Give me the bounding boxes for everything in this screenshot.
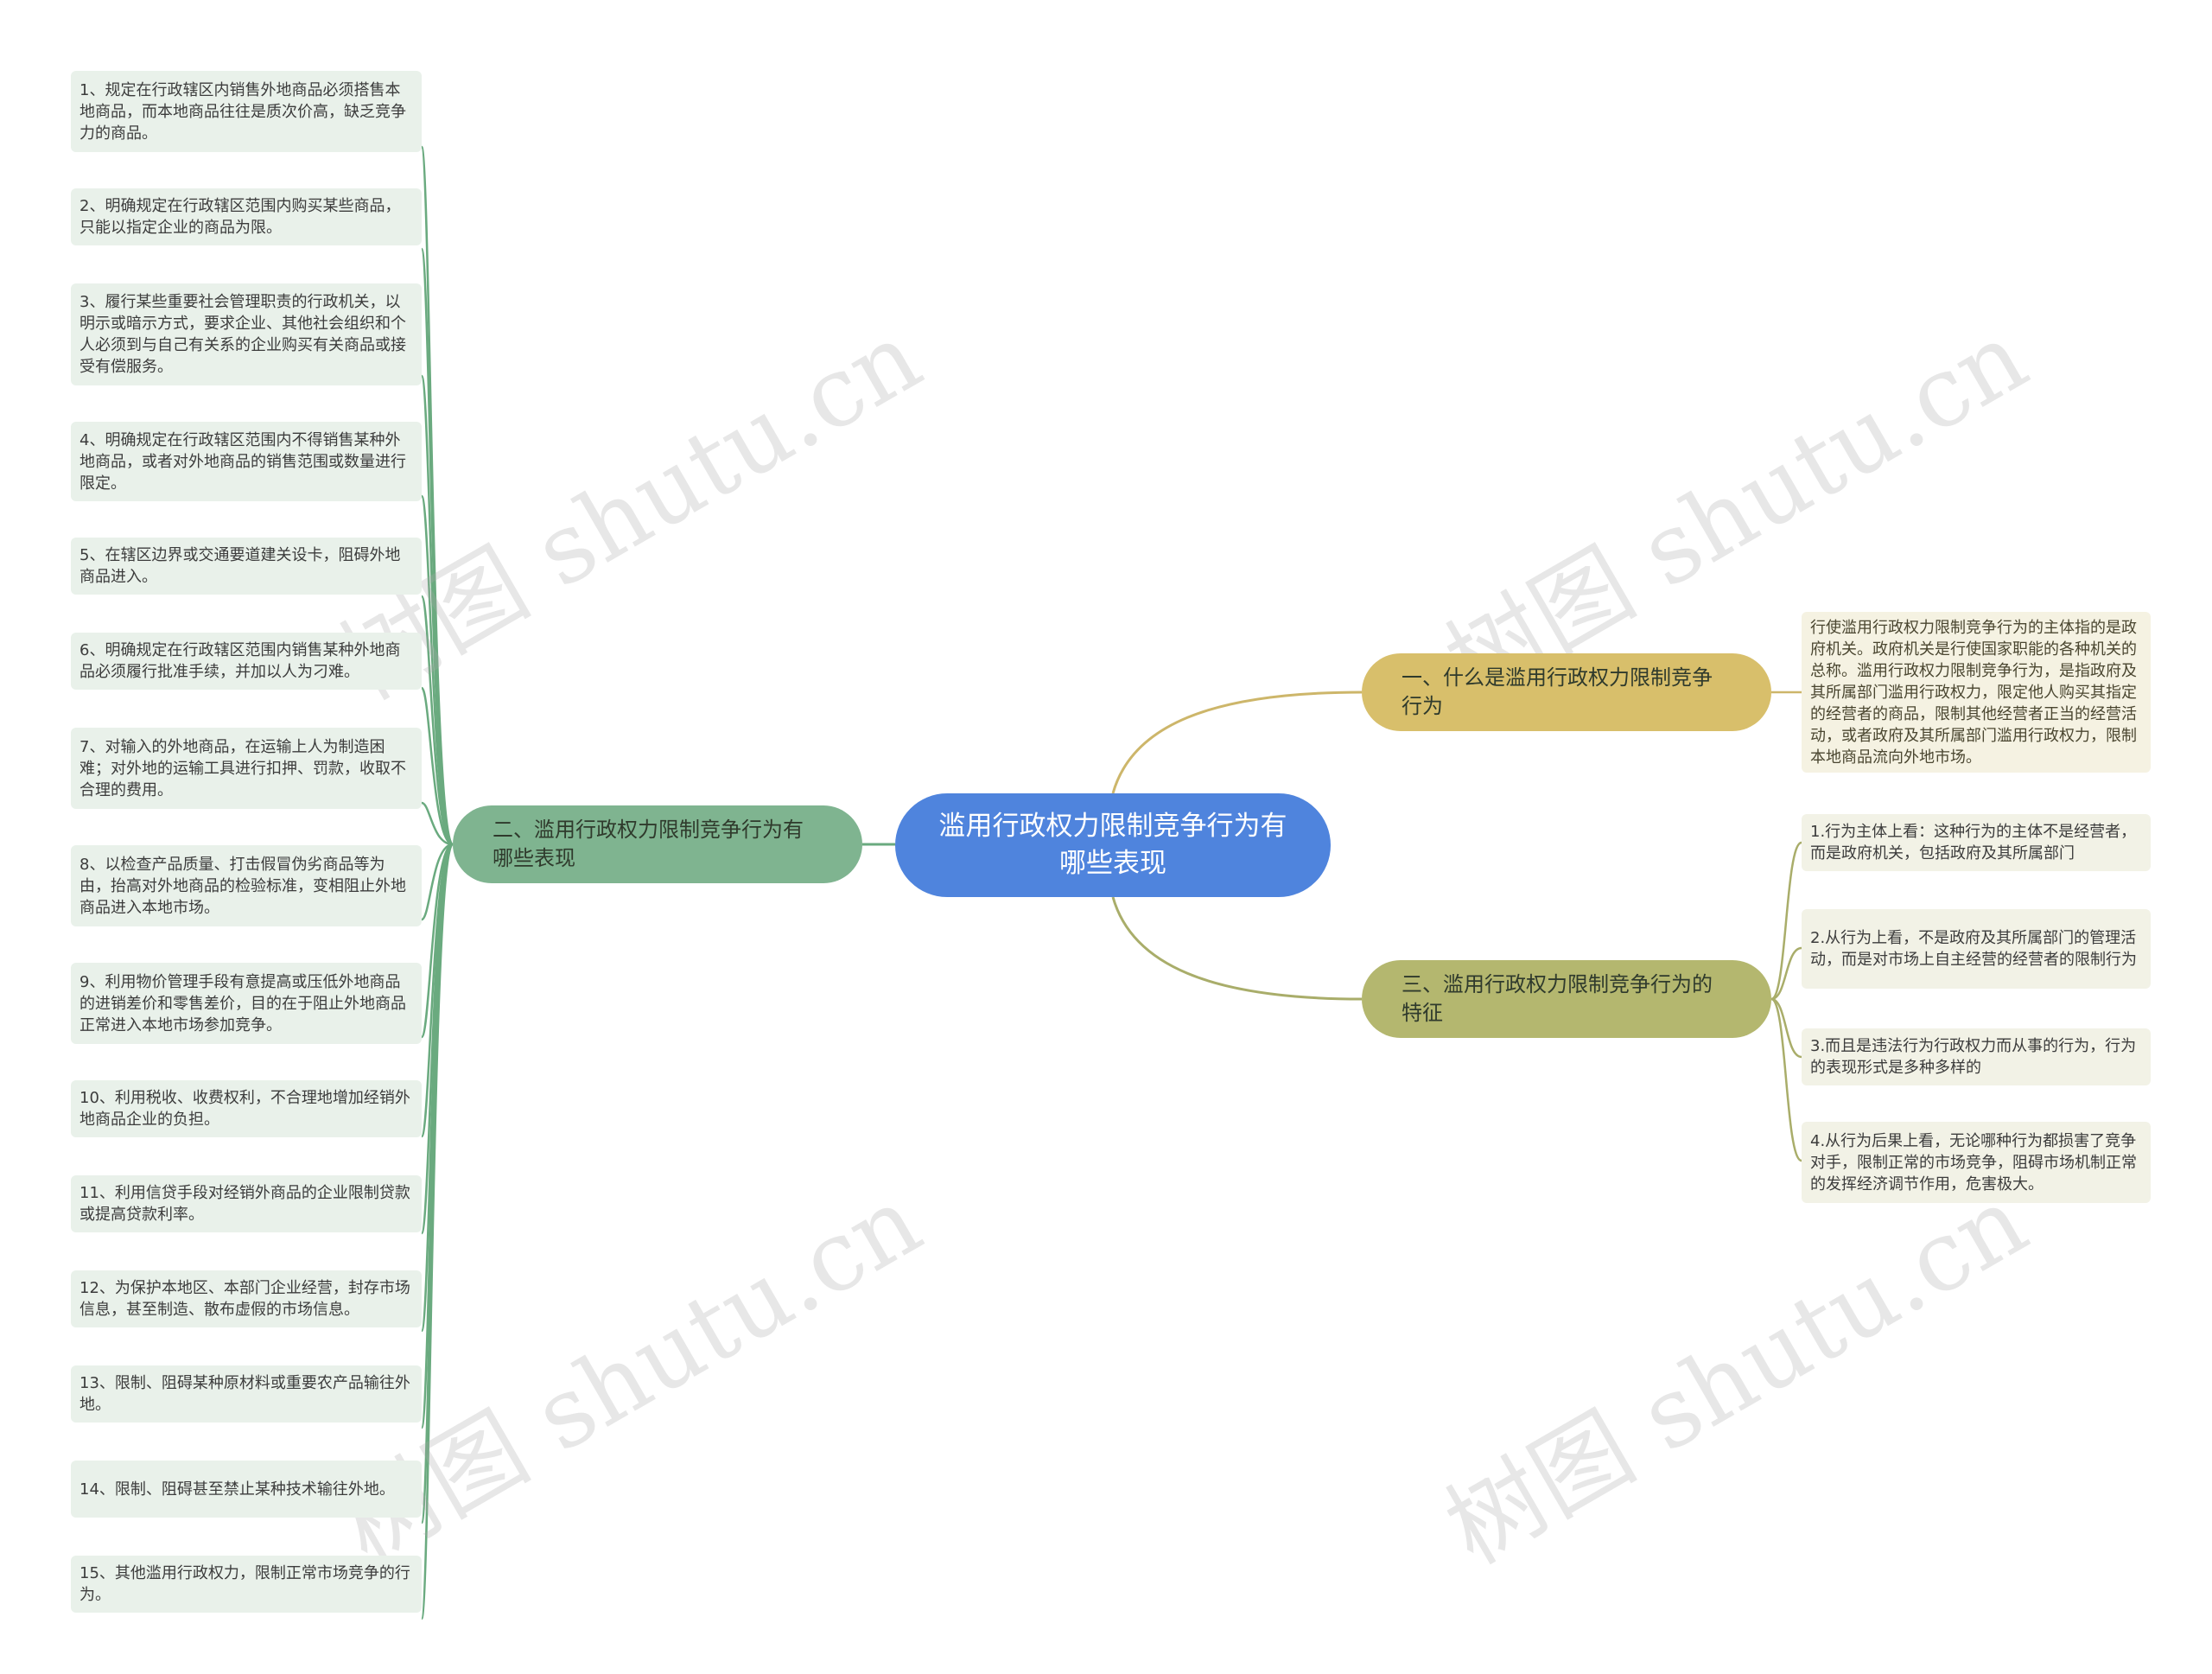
leaf-text: 6、明确规定在行政辖区范围内销售某种外地商品必须履行批准手续，并加以人为刁难。 — [79, 641, 401, 681]
branch-manifestations[interactable]: 二、滥用行政权力限制竞争行为有哪些表现 — [453, 805, 862, 883]
leaf-text: 3、履行某些重要社会管理职责的行政机关，以明示或暗示方式，要求企业、其他社会组织… — [79, 293, 406, 376]
link-b2-leaf13 — [420, 843, 454, 1429]
leaf-feature-2[interactable]: 2.从行为上看，不是政府及其所属部门的管理活动，而是对市场上自主经营的经营者的限… — [1802, 909, 2151, 989]
leaf-feature-4[interactable]: 4.从行为后果上看，无论哪种行为都损害了竞争对手，限制正常的市场竞争，阻碍市场机… — [1802, 1122, 2151, 1203]
link-b2-leaf9 — [420, 843, 454, 1039]
branch-label: 一、什么是滥用行政权力限制竞争行为 — [1402, 665, 1713, 718]
leaf-text: 3.而且是违法行为行政权力而从事的行为，行为的表现形式是多种多样的 — [1810, 1037, 2137, 1077]
leaf-item-7[interactable]: 7、对输入的外地商品，在运输上人为制造困难；对外地的运输工具进行扣押、罚款，收取… — [71, 728, 422, 809]
leaf-item-12[interactable]: 12、为保护本地区、本部门企业经营，封存市场信息，甚至制造、散布虚假的市场信息。 — [71, 1270, 422, 1327]
leaf-item-14[interactable]: 14、限制、阻碍甚至禁止某种技术输往外地。 — [71, 1461, 422, 1518]
leaf-text: 1、规定在行政辖区内销售外地商品必须搭售本地商品，而本地商品往往是质次价高，缺乏… — [79, 80, 406, 143]
link-b2-leaf7 — [421, 801, 454, 846]
watermark-4: 树图 shutu.cn — [1428, 1165, 2045, 1587]
leaf-item-2[interactable]: 2、明确规定在行政辖区范围内购买某些商品，只能以指定企业的商品为限。 — [71, 188, 422, 245]
leaf-feature-1[interactable]: 1.行为主体上看：这种行为的主体不是经营者，而是政府机关，包括政府及其所属部门 — [1802, 814, 2151, 871]
leaf-text: 行使滥用行政权力限制竞争行为的主体指的是政府机关。政府机关是行使国家职能的各种机… — [1810, 618, 2137, 767]
link-root-b3 — [1111, 896, 1363, 1001]
leaf-item-6[interactable]: 6、明确规定在行政辖区范围内销售某种外地商品必须履行批准手续，并加以人为刁难。 — [71, 633, 422, 690]
link-b2-leaf11 — [420, 843, 454, 1235]
root-topic[interactable]: 滥用行政权力限制竞争行为有哪些表现 — [895, 793, 1331, 897]
link-root-b1 — [1111, 691, 1363, 794]
leaf-item-9[interactable]: 9、利用物价管理手段有意提高或压低外地商品的进销差价和零售差价，目的在于阻止外地… — [71, 963, 422, 1044]
leaf-text: 14、限制、阻碍甚至禁止某种技术输往外地。 — [79, 1480, 395, 1499]
link-b3-leaf1 — [1770, 841, 1802, 1001]
link-b3-leaf4 — [1770, 997, 1802, 1162]
link-b2-leaf10 — [420, 843, 454, 1138]
links-b3-leaves — [1770, 841, 1802, 1162]
leaf-text: 10、利用税收、收费权利，不合理地增加经销外地商品企业的负担。 — [79, 1089, 410, 1129]
leaf-text: 7、对输入的外地商品，在运输上人为制造困难；对外地的运输工具进行扣押、罚款，收取… — [79, 737, 406, 799]
leaf-feature-3[interactable]: 3.而且是违法行为行政权力而从事的行为，行为的表现形式是多种多样的 — [1802, 1028, 2151, 1085]
leaf-item-8[interactable]: 8、以检查产品质量、打击假冒伪劣商品等为由，抬高对外地商品的检验标准，变相阻止外… — [71, 845, 422, 926]
leaf-text: 11、利用信贷手段对经销外商品的企业限制贷款或提高贷款利率。 — [79, 1184, 410, 1224]
link-b2-leaf12 — [420, 843, 454, 1333]
leaf-item-10[interactable]: 10、利用税收、收费权利，不合理地增加经销外地商品企业的负担。 — [71, 1080, 422, 1137]
leaf-item-15[interactable]: 15、其他滥用行政权力，限制正常市场竞争的行为。 — [71, 1556, 422, 1613]
leaf-text: 4、明确规定在行政辖区范围内不得销售某种外地商品，或者对外地商品的销售范围或数量… — [79, 430, 406, 493]
link-b2-leaf6 — [420, 686, 454, 846]
leaf-text: 8、以检查产品质量、打击假冒伪劣商品等为由，抬高对外地商品的检验标准，变相阻止外… — [79, 855, 406, 917]
link-b3-leaf2 — [1770, 946, 1802, 1001]
link-b2-leaf1 — [420, 145, 454, 846]
leaf-text: 2、明确规定在行政辖区范围内购买某些商品，只能以指定企业的商品为限。 — [79, 197, 401, 237]
leaf-item-4[interactable]: 4、明确规定在行政辖区范围内不得销售某种外地商品，或者对外地商品的销售范围或数量… — [71, 422, 422, 501]
branch-what-is[interactable]: 一、什么是滥用行政权力限制竞争行为 — [1362, 653, 1771, 731]
leaf-item-1[interactable]: 1、规定在行政辖区内销售外地商品必须搭售本地商品，而本地商品往往是质次价高，缺乏… — [71, 71, 422, 152]
leaf-text: 5、在辖区边界或交通要道建关设卡，阻碍外地商品进入。 — [79, 546, 401, 586]
leaf-text: 1.行为主体上看：这种行为的主体不是经营者，而是政府机关，包括政府及其所属部门 — [1810, 823, 2137, 862]
branch-characteristics[interactable]: 三、滥用行政权力限制竞争行为的特征 — [1362, 960, 1771, 1038]
root-topic-label: 滥用行政权力限制竞争行为有哪些表现 — [938, 811, 1287, 879]
leaf-text: 4.从行为后果上看，无论哪种行为都损害了竞争对手，限制正常的市场竞争，阻碍市场机… — [1810, 1131, 2137, 1193]
leaf-text: 12、为保护本地区、本部门企业经营，封存市场信息，甚至制造、散布虚假的市场信息。 — [79, 1279, 410, 1319]
leaf-item-11[interactable]: 11、利用信贷手段对经销外商品的企业限制贷款或提高贷款利率。 — [71, 1175, 422, 1232]
link-b3-leaf3 — [1770, 997, 1802, 1059]
leaf-text: 2.从行为上看，不是政府及其所属部门的管理活动，而是对市场上自主经营的经营者的限… — [1810, 929, 2137, 969]
link-b2-leaf8 — [421, 843, 454, 921]
branch-label: 三、滥用行政权力限制竞争行为的特征 — [1402, 972, 1713, 1025]
leaf-item-3[interactable]: 3、履行某些重要社会管理职责的行政机关，以明示或暗示方式，要求企业、其他社会组织… — [71, 283, 422, 385]
leaf-definition[interactable]: 行使滥用行政权力限制竞争行为的主体指的是政府机关。政府机关是行使国家职能的各种机… — [1802, 612, 2151, 773]
branch-label: 二、滥用行政权力限制竞争行为有哪些表现 — [493, 818, 804, 870]
leaf-text: 15、其他滥用行政权力，限制正常市场竞争的行为。 — [79, 1564, 410, 1604]
leaf-text: 13、限制、阻碍某种原材料或重要农产品输往外地。 — [79, 1374, 410, 1414]
leaf-item-13[interactable]: 13、限制、阻碍某种原材料或重要农产品输往外地。 — [71, 1365, 422, 1423]
leaf-text: 9、利用物价管理手段有意提高或压低外地商品的进销差价和零售差价，目的在于阻止外地… — [79, 972, 406, 1034]
leaf-item-5[interactable]: 5、在辖区边界或交通要道建关设卡，阻碍外地商品进入。 — [71, 538, 422, 595]
